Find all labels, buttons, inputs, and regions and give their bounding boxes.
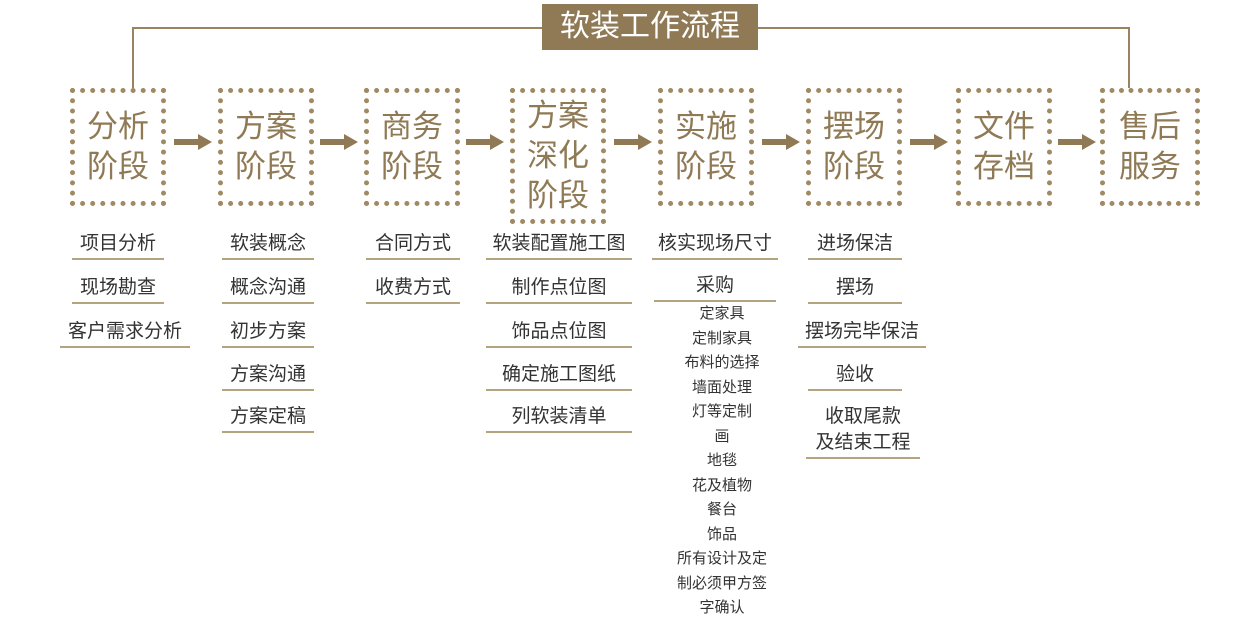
- stage-scheme: 方案 阶段: [218, 88, 314, 206]
- stage-label-line: 服务: [1119, 149, 1181, 185]
- purchase-subitem: 定家具: [699, 304, 745, 322]
- arrow-right-icon: [614, 134, 652, 150]
- stage-label-line: 方案: [235, 109, 297, 145]
- stage-analysis: 分析 阶段: [70, 88, 166, 206]
- arrow-right-icon: [1058, 134, 1096, 150]
- purchase-subitem: 地毯: [706, 451, 737, 469]
- task-item: 概念沟通: [222, 274, 314, 304]
- stage-label-line: 商务: [381, 109, 443, 145]
- purchase-subitem: 花及植物: [691, 475, 752, 494]
- purchase-subitem: 墙面处理: [691, 377, 752, 396]
- arrow-right-icon: [174, 134, 212, 150]
- purchase-subitem: 灯等定制: [691, 402, 752, 420]
- stage-label-line: 阶段: [823, 149, 885, 185]
- right-connector-drop: [1128, 27, 1130, 89]
- task-item: 项目分析: [72, 230, 164, 260]
- task-item: 软装配置施工图: [486, 230, 632, 260]
- stage-label-line: 存档: [973, 149, 1035, 185]
- task-item-final-payment: 收取尾款 及结束工程: [806, 403, 920, 459]
- stage-label-line: 阶段: [527, 178, 589, 214]
- task-item: 方案沟通: [222, 361, 314, 391]
- left-connector-drop: [132, 27, 134, 89]
- task-item: 核实现场尺寸: [652, 230, 778, 260]
- stage-setup: 摆场 阶段: [806, 88, 902, 206]
- arrow-right-icon: [910, 134, 948, 150]
- stage-label-line: 阶段: [675, 149, 737, 185]
- diagram-title: 软装工作流程: [542, 4, 758, 50]
- stage-deepening: 方案 深化 阶段: [510, 88, 606, 224]
- purchase-subitem: 画: [714, 426, 730, 445]
- stage-label-line: 售后: [1119, 109, 1181, 145]
- stage-label-line: 阶段: [235, 149, 297, 185]
- stage-label-line: 摆场: [823, 109, 885, 145]
- task-item: 初步方案: [222, 318, 314, 348]
- stage-label-line: 文件: [973, 109, 1035, 145]
- stage-label-line: 阶段: [87, 149, 149, 185]
- stage-implementation: 实施 阶段: [658, 88, 754, 206]
- task-item: 收费方式: [366, 274, 460, 304]
- task-item: 验收: [808, 361, 902, 391]
- stage-business: 商务 阶段: [364, 88, 460, 206]
- task-item: 采购: [654, 272, 776, 302]
- stage-label-line: 深化: [527, 138, 589, 174]
- purchase-subitem: 制必须甲方签: [676, 573, 767, 592]
- stage-after-sales: 售后 服务: [1100, 88, 1200, 206]
- task-item: 进场保洁: [808, 230, 902, 260]
- arrow-right-icon: [320, 134, 358, 150]
- task-item-line: 收取尾款: [824, 405, 901, 427]
- purchase-subitem: 所有设计及定: [676, 549, 767, 567]
- purchase-subitem: 字确认: [699, 598, 745, 616]
- task-item: 列软装清单: [486, 403, 632, 433]
- task-item-line: 及结束工程: [815, 431, 911, 453]
- purchase-subitem: 餐台: [706, 500, 737, 518]
- task-item: 确定施工图纸: [486, 361, 632, 391]
- purchase-subitem: 饰品: [706, 524, 737, 543]
- stage-label-line: 方案: [527, 98, 589, 134]
- task-item: 方案定稿: [222, 403, 314, 433]
- stage-label-line: 分析: [87, 109, 149, 145]
- task-item: 摆场完毕保洁: [798, 318, 926, 348]
- arrow-right-icon: [466, 134, 504, 150]
- stage-label-line: 实施: [675, 109, 737, 145]
- task-item: 客户需求分析: [60, 318, 190, 348]
- stage-archive: 文件 存档: [956, 88, 1052, 206]
- task-item: 饰品点位图: [486, 318, 632, 348]
- task-item: 摆场: [808, 274, 902, 304]
- task-item: 制作点位图: [486, 274, 632, 304]
- task-item: 软装概念: [222, 230, 314, 260]
- task-item: 合同方式: [366, 230, 460, 260]
- stage-label-line: 阶段: [381, 149, 443, 185]
- purchase-subitem: 布料的选择: [684, 353, 760, 371]
- purchase-subitem: 定制家具: [691, 328, 752, 347]
- task-item: 现场勘查: [72, 274, 164, 304]
- arrow-right-icon: [762, 134, 800, 150]
